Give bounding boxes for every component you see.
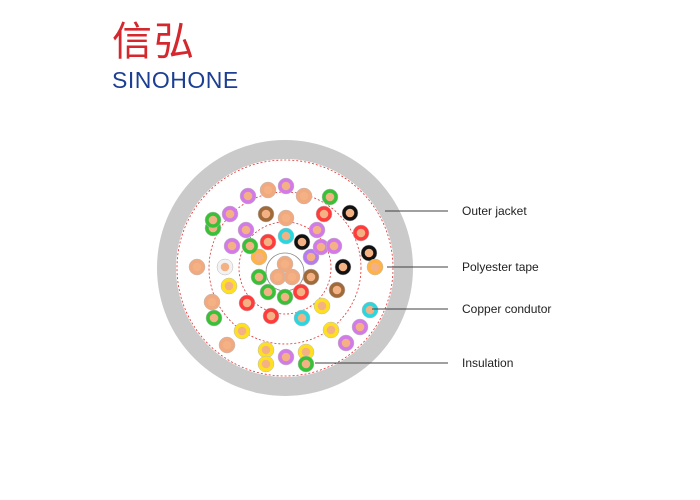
copper-conductor [222, 340, 232, 350]
copper-conductor [365, 305, 375, 315]
logo-english-text: SINOHONE [112, 67, 239, 93]
label-insulation: Insulation [462, 356, 514, 370]
copper-conductor [355, 322, 365, 332]
copper-conductor [287, 272, 297, 282]
copper-conductor [227, 241, 237, 251]
label-copper-conductor: Copper condutor [462, 302, 552, 316]
copper-conductor [297, 237, 307, 247]
copper-conductor [261, 359, 271, 369]
copper-conductor [220, 262, 230, 272]
copper-conductor [280, 292, 290, 302]
copper-conductor [207, 297, 217, 307]
copper-conductor [254, 252, 264, 262]
copper-conductor [263, 185, 273, 195]
copper-conductor [281, 213, 291, 223]
copper-conductor [296, 287, 306, 297]
copper-conductor [224, 281, 234, 291]
copper-conductor [345, 208, 355, 218]
copper-conductor [306, 272, 316, 282]
copper-conductor [209, 313, 219, 323]
copper-conductor [301, 359, 311, 369]
copper-conductor [329, 241, 339, 251]
copper-conductor [241, 225, 251, 235]
copper-conductor [317, 301, 327, 311]
copper-conductor [266, 311, 276, 321]
copper-conductor [332, 285, 342, 295]
label-polyester-tape: Polyester tape [462, 260, 539, 274]
copper-conductor [297, 313, 307, 323]
polyester-tape [176, 159, 394, 377]
copper-conductor [281, 352, 291, 362]
copper-conductor [263, 287, 273, 297]
label-outer-jacket: Outer jacket [462, 204, 527, 218]
copper-conductor [242, 298, 252, 308]
copper-conductor [326, 325, 336, 335]
copper-conductor [370, 262, 380, 272]
copper-conductor [261, 345, 271, 355]
copper-conductor [356, 228, 366, 238]
copper-conductor [364, 248, 374, 258]
copper-conductor [245, 241, 255, 251]
copper-conductor [254, 272, 264, 282]
logo-chinese-text: 信弘 [112, 19, 196, 65]
copper-conductor [341, 338, 351, 348]
copper-conductor [281, 181, 291, 191]
copper-conductor [273, 272, 283, 282]
copper-conductor [301, 347, 311, 357]
copper-conductor [281, 231, 291, 241]
sinohone-logo: 信弘 SINOHONE [112, 19, 252, 93]
copper-conductor [243, 191, 253, 201]
copper-conductor [306, 252, 316, 262]
copper-conductor [316, 242, 326, 252]
copper-conductor [299, 191, 309, 201]
copper-conductor [338, 262, 348, 272]
copper-conductor [237, 326, 247, 336]
copper-conductor [192, 262, 202, 272]
copper-conductor [208, 215, 218, 225]
copper-conductor [263, 237, 273, 247]
copper-conductor [325, 192, 335, 202]
insulated-conductors [188, 177, 384, 373]
copper-conductor [280, 259, 290, 269]
copper-conductor [312, 225, 322, 235]
copper-conductor [319, 209, 329, 219]
copper-conductor [225, 209, 235, 219]
copper-conductor [261, 209, 271, 219]
